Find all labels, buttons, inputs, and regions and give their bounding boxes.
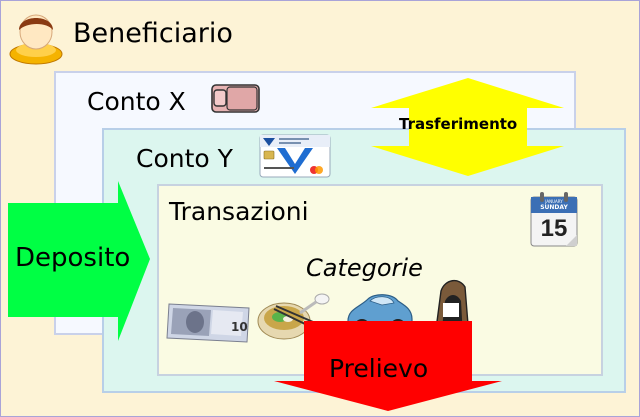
prelievo-label: Prelievo xyxy=(329,354,429,383)
categorie-label: Categorie xyxy=(306,254,423,282)
calendar-month: JANUARY xyxy=(545,199,563,204)
deposito-label: Deposito xyxy=(15,243,131,273)
prelievo-arrow xyxy=(274,321,502,411)
banknote-value: 10 xyxy=(231,320,248,334)
calendar-day-number: 15 xyxy=(540,215,568,242)
calendar-icon: JANUARY SUNDAY 15 xyxy=(528,190,580,248)
transazioni-label: Transazioni xyxy=(169,197,309,226)
calendar-weekday: SUNDAY xyxy=(540,204,568,211)
person-icon xyxy=(9,14,63,65)
conto-y-label: Conto Y xyxy=(136,144,233,173)
banknote-icon: 10 xyxy=(165,298,253,348)
conto-x-label: Conto X xyxy=(87,87,186,116)
wallet-icon xyxy=(211,84,260,113)
trasferimento-arrow xyxy=(371,78,564,176)
credit-card-icon xyxy=(259,134,331,178)
deposito-arrow xyxy=(8,181,150,341)
trasferimento-label: Trasferimento xyxy=(399,115,518,133)
food-bowl-icon xyxy=(257,293,335,340)
beneficiario-label: Beneficiario xyxy=(73,18,233,49)
